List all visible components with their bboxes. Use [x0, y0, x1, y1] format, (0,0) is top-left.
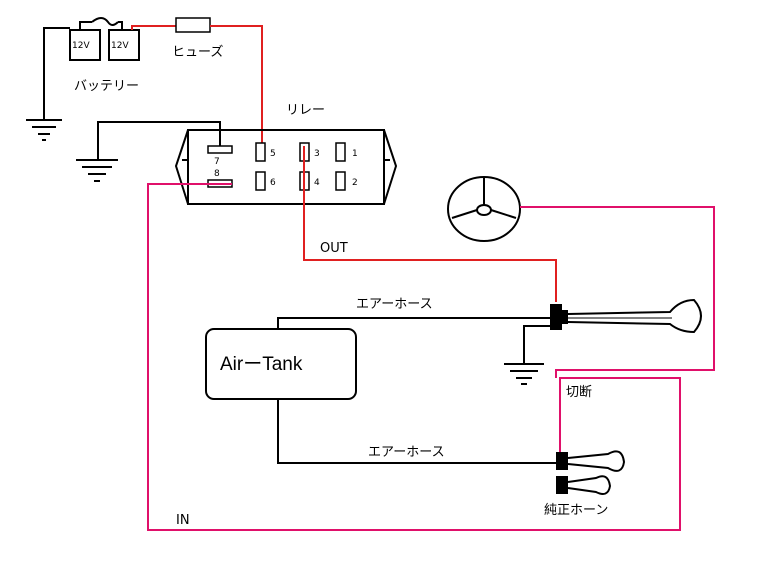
battery-cell-1-label: 12V [72, 41, 90, 51]
stock-horn-label: 純正ホーン [544, 503, 608, 518]
relay-label: リレー [286, 103, 325, 118]
in-label: IN [176, 513, 190, 528]
steering-wheel-wire [520, 206, 715, 378]
relay-terminal-7 [207, 145, 233, 154]
air-horn-ground-wire [523, 325, 550, 364]
relay-ground-wire [97, 121, 221, 160]
ground-icon [504, 363, 544, 385]
fuse-label: ヒューズ [172, 44, 223, 60]
air-hose-top [277, 317, 550, 329]
steering-wheel-icon [447, 176, 521, 242]
battery-fuse-wire [131, 25, 176, 30]
battery-label: バッテリー [74, 79, 139, 94]
relay-pin-4-label: 4 [314, 178, 320, 188]
battery-ground-wire [43, 27, 70, 120]
relay-pin-7-label: 7 [214, 157, 220, 167]
relay-pin-5-label: 5 [270, 149, 276, 159]
relay-terminal-2 [335, 171, 346, 191]
fuse-icon [175, 17, 211, 33]
air-hose-bottom-label: エアーホース [368, 445, 445, 460]
air-horn-icon [550, 298, 702, 334]
relay-out-wire [303, 146, 557, 302]
air-hose-bottom [277, 399, 558, 464]
relay-terminal-6 [255, 171, 266, 191]
ground-icon [26, 119, 62, 141]
out-label: OUT [320, 241, 348, 256]
relay-terminal-5 [255, 142, 266, 162]
relay-pin-1-label: 1 [352, 149, 358, 159]
battery-icon [69, 17, 140, 61]
battery-cell-2-label: 12V [111, 41, 129, 51]
relay-pin-3-label: 3 [314, 149, 320, 159]
cutoff-label: 切断 [566, 385, 592, 400]
relay-in-wire [147, 183, 681, 531]
relay-pin-8-label: 8 [214, 169, 220, 179]
relay-body [174, 129, 398, 205]
ground-icon [76, 159, 118, 182]
air-tank-label: AirーTank [220, 354, 303, 375]
relay-pin-2-label: 2 [352, 178, 358, 188]
relay-terminal-1 [335, 142, 346, 162]
air-hose-top-label: エアーホース [356, 297, 433, 312]
fuse-relay-wire [210, 25, 263, 150]
air-tank [205, 328, 357, 400]
relay-pin-6-label: 6 [270, 178, 276, 188]
stock-horn-icon [556, 450, 626, 495]
